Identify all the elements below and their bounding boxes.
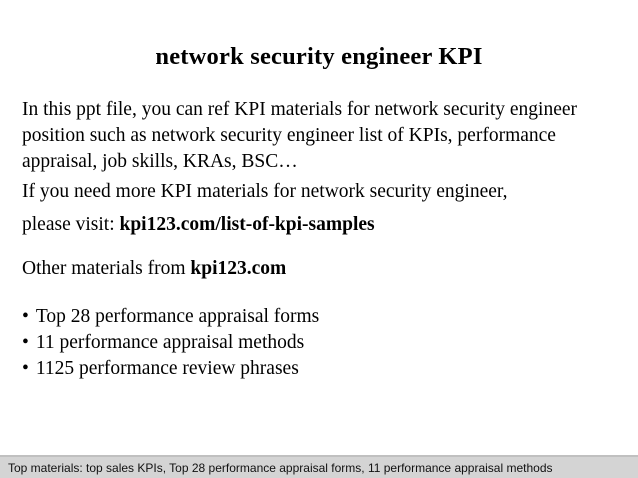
visit-prefix-text: please visit: (22, 214, 120, 235)
bullet-text: 1125 performance review phrases (35, 358, 299, 379)
bullet-icon: • (22, 358, 29, 379)
list-item: • 1125 performance review phrases (22, 356, 617, 382)
other-prefix-text: Other materials from (22, 258, 191, 279)
list-item: • Top 28 performance appraisal forms (22, 304, 617, 330)
slide-title: network security engineer KPI (155, 43, 483, 70)
kpi-samples-link-text: kpi123.com/list-of-kpi-samples (119, 214, 375, 235)
footer-bar: Top materials: top sales KPIs, Top 28 pe… (0, 455, 638, 478)
intro-paragraph: In this ppt file, you can ref KPI materi… (22, 99, 578, 172)
bullet-icon: • (22, 306, 29, 327)
bullet-list: • Top 28 performance appraisal forms • 11 … (22, 304, 617, 382)
visit-paragraph: please visit: kpi123.com/list-of-kpi-sam… (22, 212, 617, 238)
kpi123-site-text: kpi123.com (190, 258, 287, 279)
more-materials-paragraph: If you need more KPI materials for netwo… (22, 181, 508, 202)
slide-body: In this ppt file, you can ref KPI materi… (22, 97, 617, 382)
bullet-text: Top 28 performance appraisal forms (35, 306, 320, 327)
bullet-icon: • (22, 332, 29, 353)
footer-text: Top materials: top sales KPIs, Top 28 pe… (8, 460, 553, 475)
bullet-text: 11 performance appraisal methods (35, 332, 305, 353)
list-item: • 11 performance appraisal methods (22, 330, 617, 356)
other-materials-paragraph: Other materials from kpi123.com (22, 256, 617, 282)
